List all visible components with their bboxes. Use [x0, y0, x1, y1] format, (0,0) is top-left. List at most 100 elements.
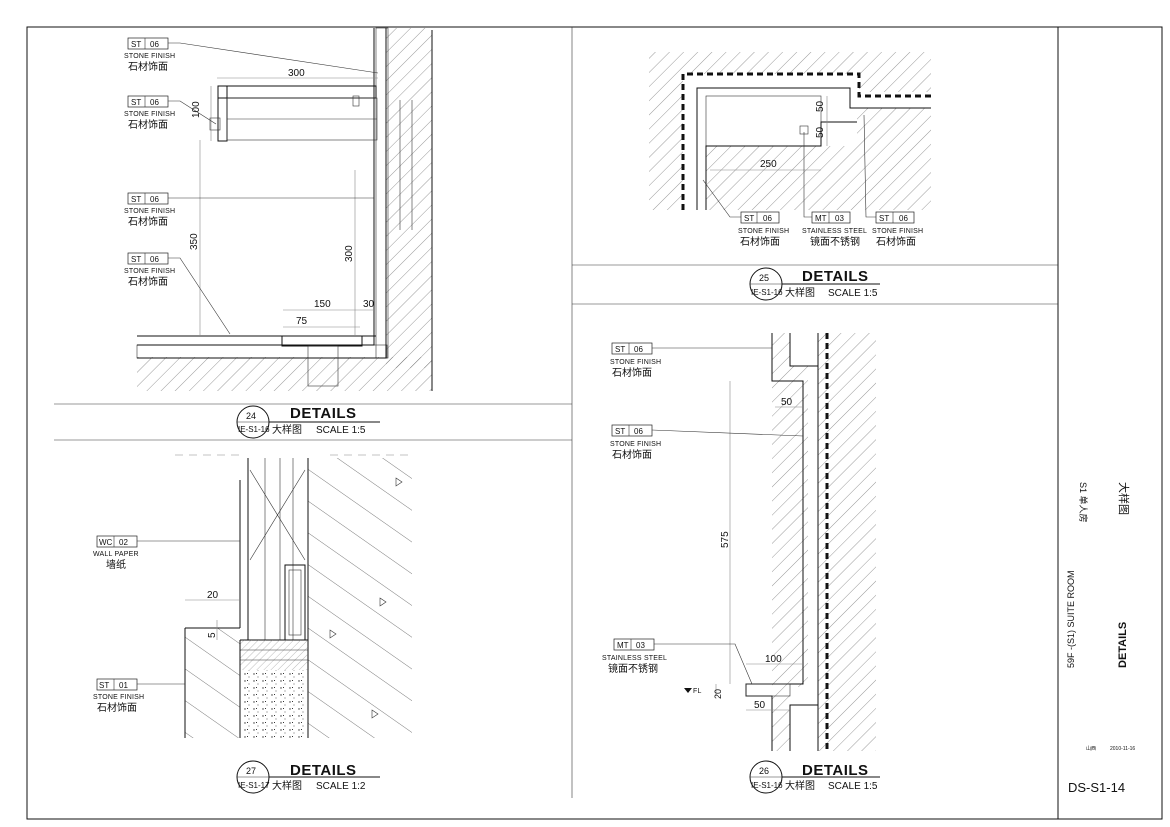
detail-25-ref: IE-S1-16 — [751, 288, 783, 297]
tag-code: WC — [99, 538, 113, 547]
tag-code: ST — [615, 427, 625, 436]
detail-24-scale: SCALE 1:5 — [316, 425, 366, 436]
tag-en: STONE FINISH — [610, 441, 661, 448]
tag-code: ST — [744, 214, 754, 223]
drawing-number: DS-S1-14 — [1068, 780, 1125, 795]
detail-25-number: 25 — [759, 273, 769, 283]
tag-en: STAINLESS STEEL — [602, 655, 667, 662]
tag-num: 06 — [634, 345, 643, 354]
tag-code: ST — [879, 214, 889, 223]
d27-dim-5: 5 — [207, 632, 218, 638]
title-block-note: 山西 — [1086, 745, 1096, 752]
tag-cn: 石材饰面 — [612, 366, 652, 379]
tag-en: STONE FINISH — [124, 268, 175, 275]
d25-dim-50a: 50 — [815, 100, 826, 112]
detail-26-drawing — [715, 333, 876, 751]
tag-num: 06 — [150, 98, 159, 107]
tag-cn: 镜面不锈钢 — [810, 235, 860, 248]
tag-code: MT — [815, 214, 827, 223]
detail-24-number: 24 — [246, 411, 256, 421]
d26-tag-3: MT 03 STAINLESS STEEL 镜面不锈钢 — [602, 638, 753, 685]
detail-27-title: 27 IE-S1-17 DETAILS 大样图 SCALE 1:2 — [236, 760, 380, 794]
tag-num: 06 — [150, 40, 159, 49]
tag-cn: 镜面不锈钢 — [608, 662, 658, 675]
detail-27-ref: IE-S1-17 — [238, 781, 270, 790]
d26-level-mark: FL — [684, 688, 702, 695]
d25-dim-250: 250 — [760, 159, 777, 170]
tag-num: 06 — [150, 195, 159, 204]
tag-code: ST — [615, 345, 625, 354]
title-block: S1 单人房 大样图 59F -(S1) SUITE ROOM DETAILS … — [1066, 482, 1135, 795]
d24-tag-2: ST 06 STONE FINISH 石材饰面 — [124, 95, 217, 131]
detail-27-number: 27 — [246, 766, 256, 776]
detail-26-ref: IE-S1-16 — [751, 781, 783, 790]
d27-tag-1: WC 02 WALL PAPER 墙纸 — [93, 535, 240, 571]
tag-en: STONE FINISH — [93, 694, 144, 701]
d26-dim-100: 100 — [765, 654, 782, 665]
tag-en: STONE FINISH — [738, 228, 789, 235]
detail-24-title: 24 IE-S1-16 DETAILS 大样图 SCALE 1:5 — [236, 405, 380, 439]
sheet-title-cn: 大样图 — [1117, 482, 1131, 515]
detail-27-heading: DETAILS — [290, 762, 357, 779]
tag-code: MT — [617, 641, 629, 650]
tag-code: ST — [99, 681, 109, 690]
detail-27-cn: 大样图 — [272, 779, 302, 792]
tag-num: 06 — [763, 214, 772, 223]
project-en: 59F -(S1) SUITE ROOM — [1066, 570, 1076, 668]
d26-dim-50b: 50 — [754, 700, 766, 711]
detail-24-cn: 大样图 — [272, 423, 302, 436]
detail-26-scale: SCALE 1:5 — [828, 781, 878, 792]
d25-dim-50b: 50 — [815, 126, 826, 138]
detail-25-scale: SCALE 1:5 — [828, 288, 878, 299]
tag-code: ST — [131, 195, 141, 204]
tag-cn: 石材饰面 — [128, 275, 168, 288]
detail-27-scale: SCALE 1:2 — [316, 781, 366, 792]
tag-cn: 石材饰面 — [128, 215, 168, 228]
d24-tag-4: ST 06 STONE FINISH 石材饰面 — [124, 252, 231, 335]
detail-25-drawing — [649, 52, 931, 210]
tag-en: STONE FINISH — [124, 208, 175, 215]
detail-26-title: 26 IE-S1-16 DETAILS 大样图 SCALE 1:5 — [749, 760, 880, 794]
d26-dim-20: 20 — [713, 689, 723, 699]
tag-en: STONE FINISH — [610, 359, 661, 366]
tag-num: 03 — [636, 641, 645, 650]
tag-num: 01 — [119, 681, 128, 690]
tag-code: ST — [131, 40, 141, 49]
d25-tag-1: ST 06 STONE FINISH 石材饰面 — [702, 179, 789, 248]
d24-dim-350: 350 — [189, 233, 200, 250]
tag-en: STONE FINISH — [872, 228, 923, 235]
d25-tag-2: MT 03 STAINLESS STEEL 镜面不锈钢 — [802, 132, 867, 248]
tag-en: STAINLESS STEEL — [802, 228, 867, 235]
detail-24-heading: DETAILS — [290, 405, 357, 422]
tag-num: 06 — [150, 255, 159, 264]
title-block-date: 2010-11-16 — [1110, 746, 1135, 752]
detail-26-number: 26 — [759, 766, 769, 776]
d26-dim-50a: 50 — [781, 397, 793, 408]
d24-tag-1: ST 06 STONE FINISH 石材饰面 — [124, 37, 379, 74]
tag-cn: 石材饰面 — [128, 60, 168, 73]
d24-dim-75: 75 — [296, 316, 308, 327]
detail-25-cn: 大样图 — [785, 286, 815, 299]
d27-tag-2: ST 01 STONE FINISH 石材饰面 — [93, 678, 185, 714]
detail-25-heading: DETAILS — [802, 268, 869, 285]
detail-24-drawing — [136, 27, 433, 391]
d26-tag-2: ST 06 STONE FINISH 石材饰面 — [610, 424, 804, 461]
tag-cn: 石材饰面 — [876, 235, 916, 248]
level-mark-label: FL — [693, 688, 702, 695]
sheet-border — [26, 26, 1163, 820]
detail-27-drawing — [175, 454, 412, 738]
d24-dim-30: 30 — [363, 299, 375, 310]
tag-code: ST — [131, 255, 141, 264]
d24-dim-150: 150 — [314, 299, 331, 310]
d26-tag-1: ST 06 STONE FINISH 石材饰面 — [610, 342, 772, 379]
detail-25-title: 25 IE-S1-16 DETAILS 大样图 SCALE 1:5 — [749, 267, 880, 301]
tag-cn: 石材饰面 — [128, 118, 168, 131]
tag-num: 06 — [899, 214, 908, 223]
d26-dim-575: 575 — [720, 531, 731, 548]
d27-dim-20: 20 — [207, 590, 219, 601]
tag-num: 06 — [634, 427, 643, 436]
tag-en: STONE FINISH — [124, 111, 175, 118]
d24-dim-300: 300 — [288, 68, 305, 79]
tag-code: ST — [131, 98, 141, 107]
